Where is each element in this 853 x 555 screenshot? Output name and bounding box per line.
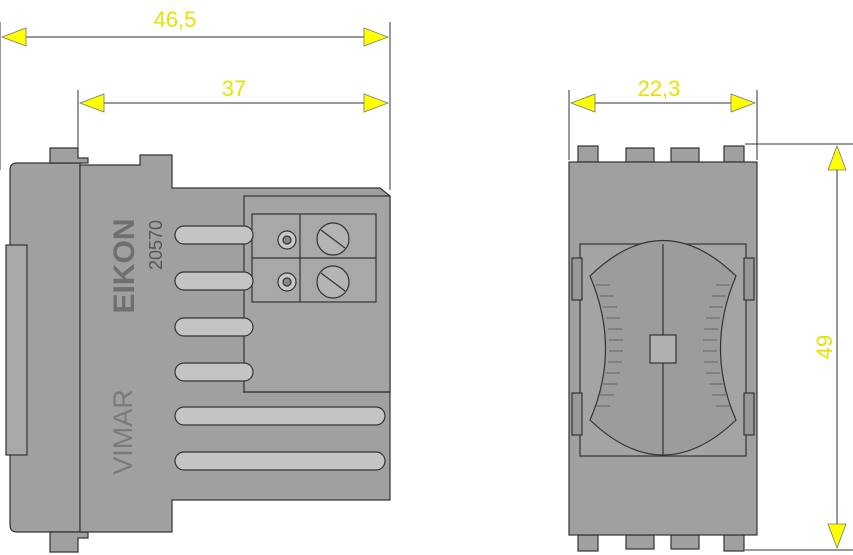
vent-slots [174, 225, 386, 471]
side-view [5, 147, 391, 553]
dimension-body-length: 37 [77, 76, 390, 150]
dimension-overall-length: 46,5 [0, 7, 391, 190]
bottom-clip [49, 531, 89, 553]
dim-label-width: 22,3 [638, 76, 681, 101]
dimension-height: 49 [745, 143, 853, 551]
article-code: 20570 [146, 220, 166, 270]
cover-recess [5, 244, 28, 456]
top-clip [49, 147, 89, 164]
brand-eikon: EIKON [108, 218, 141, 313]
dim-label-overall-length: 46,5 [154, 7, 197, 32]
sensor-indicator [649, 334, 677, 364]
dimension-width: 22,3 [568, 76, 758, 160]
front-view [568, 145, 758, 552]
dim-label-height: 49 [812, 335, 837, 359]
brand-vimar: VIMAR [108, 389, 138, 475]
dim-label-body-length: 37 [222, 76, 246, 101]
